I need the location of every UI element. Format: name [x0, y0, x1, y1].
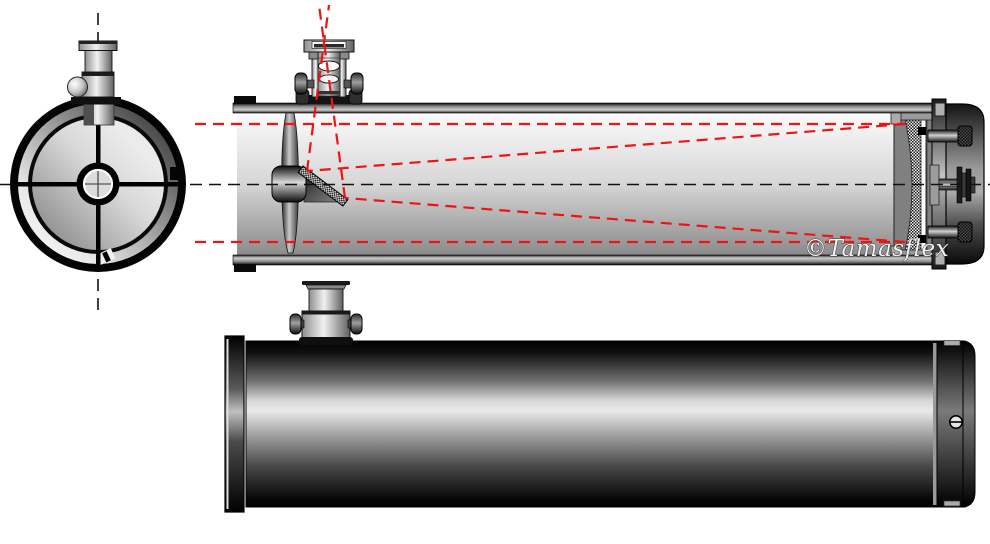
ray-reflected-bottom — [344, 196, 906, 244]
focuser-cutaway — [294, 39, 364, 105]
tube-wall-top — [232, 102, 936, 114]
mirror-clip-top — [918, 127, 926, 135]
ray-to-eyepiece-left — [305, 4, 331, 172]
collimation-bolt-bottom — [927, 221, 973, 243]
aperture-ring-tab-top — [234, 96, 256, 104]
light-rays — [195, 4, 906, 244]
secondary-mirror — [297, 165, 349, 207]
focus-knob-left — [289, 313, 302, 335]
ring-clip-right — [170, 167, 183, 180]
ray-reflected-top — [306, 122, 906, 173]
thumbscrew-ball — [67, 76, 88, 98]
front-flange — [224, 335, 245, 513]
focus-knob-left — [294, 72, 308, 95]
focus-knob-right — [350, 72, 364, 95]
tube-body — [245, 340, 937, 508]
side-exterior-view — [224, 281, 976, 513]
focus-knob-right — [350, 313, 363, 335]
focuser-exterior — [289, 281, 363, 345]
mirror-clip-bottom — [918, 235, 926, 243]
watermark: ©Tamasflex — [804, 236, 949, 262]
focuser-front — [67, 40, 121, 126]
front-view — [10, 40, 186, 272]
ray-to-eyepiece-right — [317, 4, 347, 199]
aperture-ring-tab-bottom — [234, 264, 256, 272]
collimation-bolt-top — [927, 125, 973, 147]
